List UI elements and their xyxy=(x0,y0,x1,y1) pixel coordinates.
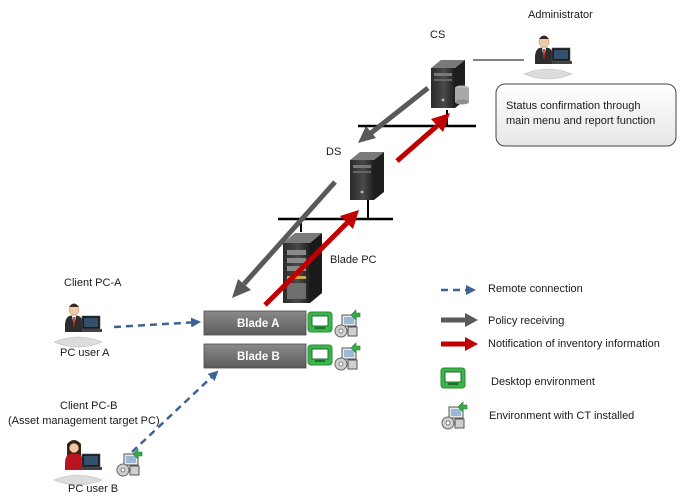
blade-b-label: Blade B xyxy=(237,351,280,363)
legend-policy-receiving: Policy receiving xyxy=(441,313,564,327)
legend-desktop-environment-label: Desktop environment xyxy=(491,376,595,388)
administrator-label: Administrator xyxy=(528,9,593,21)
ds-server: DS xyxy=(326,146,384,200)
cs-server: CS xyxy=(430,29,469,108)
blade-a-label: Blade A xyxy=(237,318,279,330)
legend-ct-environment: Environment with CT installed xyxy=(441,401,634,430)
callout-line2: main menu and report function xyxy=(506,115,655,127)
policy-arrows xyxy=(232,86,430,298)
ct-installed-icon xyxy=(441,401,468,430)
client-pc-a-label: Client PC-A xyxy=(64,277,122,289)
desktop-environment-icon xyxy=(307,311,333,333)
administrator: Administrator xyxy=(523,9,593,80)
ct-installed-icon xyxy=(334,309,361,338)
desktop-environment-icon xyxy=(440,367,466,389)
client-pc-a: Client PC-A PC user A xyxy=(53,277,122,359)
legend: Remote connection Policy receiving Notif… xyxy=(440,283,660,430)
legend-inventory-notification-label: Notification of inventory information xyxy=(488,338,660,350)
pc-user-b-label: PC user B xyxy=(68,483,118,495)
legend-remote-connection: Remote connection xyxy=(441,283,583,295)
legend-policy-receiving-label: Policy receiving xyxy=(488,315,564,327)
client-pc-b-sublabel: (Asset management target PC) xyxy=(8,415,160,427)
ds-label: DS xyxy=(326,146,341,158)
legend-remote-connection-label: Remote connection xyxy=(488,283,583,295)
client-pc-b-label: Client PC-B xyxy=(60,400,117,412)
cs-label: CS xyxy=(430,29,445,41)
legend-ct-environment-label: Environment with CT installed xyxy=(489,410,634,422)
blade-pc-label: Blade PC xyxy=(330,254,377,266)
pc-user-a-label: PC user A xyxy=(60,347,110,359)
blade-a: Blade A xyxy=(203,310,307,336)
inventory-arrows xyxy=(263,113,450,307)
ct-installed-icon xyxy=(116,448,143,477)
desktop-environment-icon xyxy=(307,344,333,366)
callout-line1: Status confirmation through xyxy=(506,100,641,112)
legend-inventory-notification: Notification of inventory information xyxy=(441,337,660,351)
ct-installed-icon xyxy=(334,342,361,371)
remote-connection-arrows xyxy=(113,317,219,453)
blade-b: Blade B xyxy=(203,343,307,369)
legend-desktop-environment: Desktop environment xyxy=(440,367,595,389)
callout-box: Status confirmation through main menu an… xyxy=(495,83,677,147)
client-pc-b: Client PC-B (Asset management target PC)… xyxy=(8,400,160,495)
